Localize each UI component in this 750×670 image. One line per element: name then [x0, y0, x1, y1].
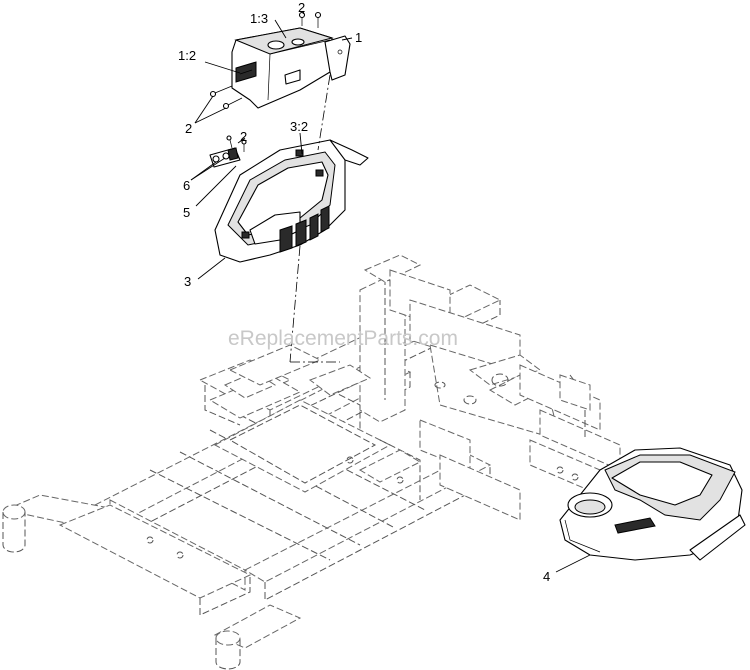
chassis-frame — [2, 254, 621, 670]
callout-5: 5 — [183, 205, 190, 220]
callout-1-3: 1:3 — [250, 11, 268, 26]
callout-3-2: 3:2 — [290, 119, 308, 134]
callout-1: 1 — [355, 30, 362, 45]
part-3-console-tray — [214, 139, 369, 263]
callout-4: 4 — [543, 569, 550, 584]
watermark-text: eReplacementParts.com — [228, 327, 458, 350]
callout-2-left: 2 — [185, 121, 192, 136]
callout-1-2: 1:2 — [178, 48, 196, 63]
part-5-6-switch-assembly — [209, 135, 247, 168]
front-caster-stub — [213, 604, 302, 670]
part-1-console-housing — [209, 11, 351, 110]
callout-3: 3 — [184, 274, 191, 289]
part-4-side-cover — [559, 447, 746, 561]
callout-2-mid: 2 — [240, 129, 247, 144]
callout-6: 6 — [183, 178, 190, 193]
callout-2-top: 2 — [298, 0, 305, 15]
